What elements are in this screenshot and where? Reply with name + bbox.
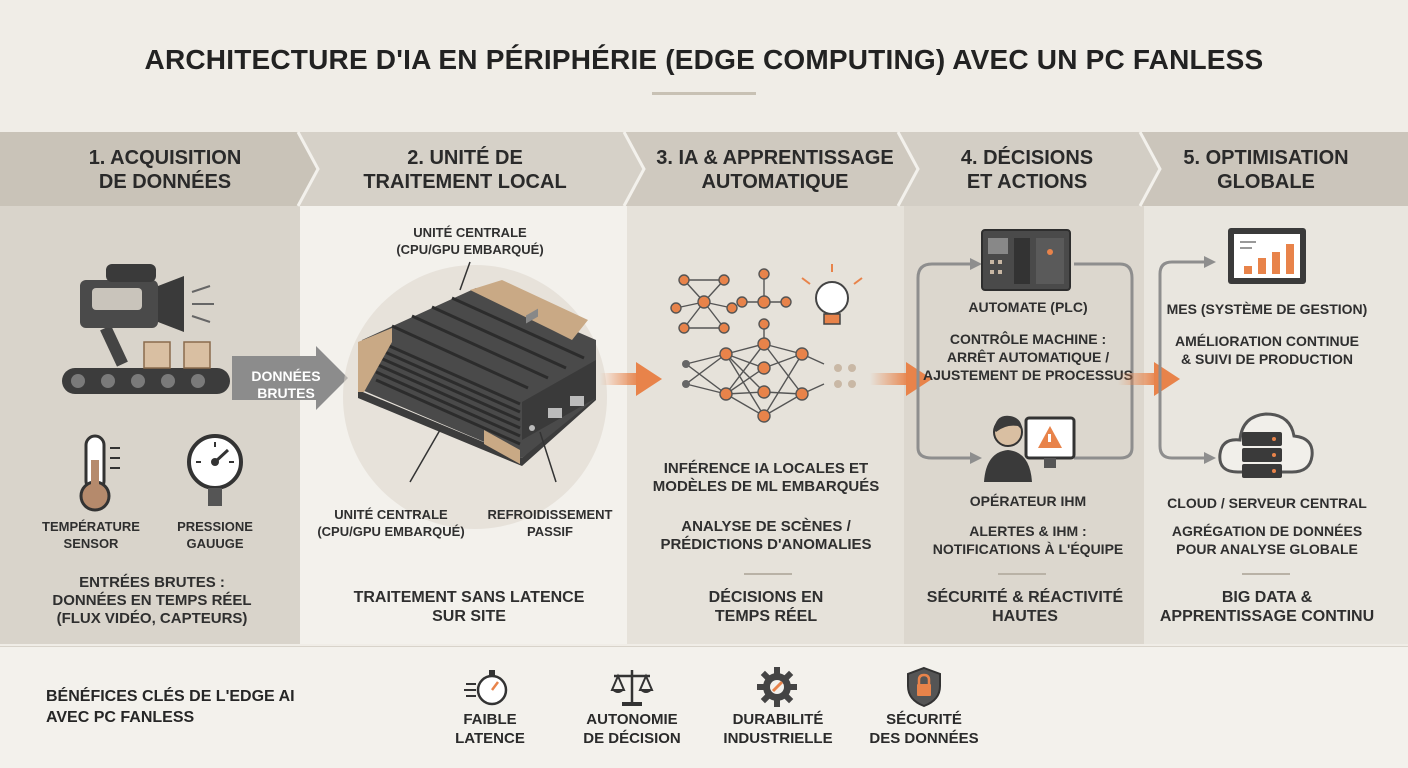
continuous-improvement-text: AMÉLIORATION CONTINUE& SUIVI DE PRODUCTI… [1174,333,1360,367]
fanless-pc-icon [358,280,596,466]
flow-arrow-2-3 [600,362,662,396]
section-dividers [744,573,1290,575]
title-divider [652,92,756,95]
operator-label: OPÉRATEUR IHM [969,493,1087,509]
machine-control-text: CONTRÔLE MACHINE :ARRÊT AUTOMATIQUE /AJU… [922,331,1134,383]
pressure-gauge-icon [187,434,243,506]
plc-label: AUTOMATE (PLC) [968,299,1088,315]
stopwatch-icon [464,670,508,706]
operator-hmi-icon [984,415,1076,482]
mes-dashboard-icon [1228,228,1306,284]
cloud-label: CLOUD / SERVEUR CENTRAL [1167,495,1367,511]
stage1-inputs-text: ENTRÉES BRUTES :DONNÉES EN TEMPS RÉEL(FL… [52,574,252,627]
stage4-branch-lines [916,258,1134,464]
benefits-footer [0,646,1408,768]
alerts-text: ALERTES & IHM :NOTIFICATIONS À L'ÉQUIPE [932,523,1124,557]
neural-network-icon [670,264,863,423]
cloud-server-icon [1218,412,1314,478]
cpu-bottom-label: UNITÉ CENTRALE(CPU/GPU EMBARQUÉ) [317,507,465,539]
header-chevron-band [0,131,1408,207]
thermometer-icon [79,434,120,512]
page-title: ARCHITECTURE D'IA EN PÉRIPHÉRIE (EDGE CO… [144,44,1264,75]
scales-icon [610,670,654,706]
cpu-top-label: UNITÉ CENTRALE(CPU/GPU EMBARQUÉ) [396,225,544,257]
bigdata-text: BIG DATA &APPRENTISSAGE CONTINU [1159,589,1375,625]
plc-icon [981,229,1071,291]
gear-icon [757,667,797,707]
scene-analysis-text: ANALYSE DE SCÈNES /PRÉDICTIONS D'ANOMALI… [660,518,872,553]
mes-label: MES (SYSTÈME DE GESTION) [1166,301,1368,317]
camera-conveyor-icon [62,264,230,394]
raw-data-arrow [232,346,348,410]
stage5-branch-lines [1158,256,1216,464]
shield-lock-icon [907,666,941,708]
pc-pointer-lines [409,261,557,483]
